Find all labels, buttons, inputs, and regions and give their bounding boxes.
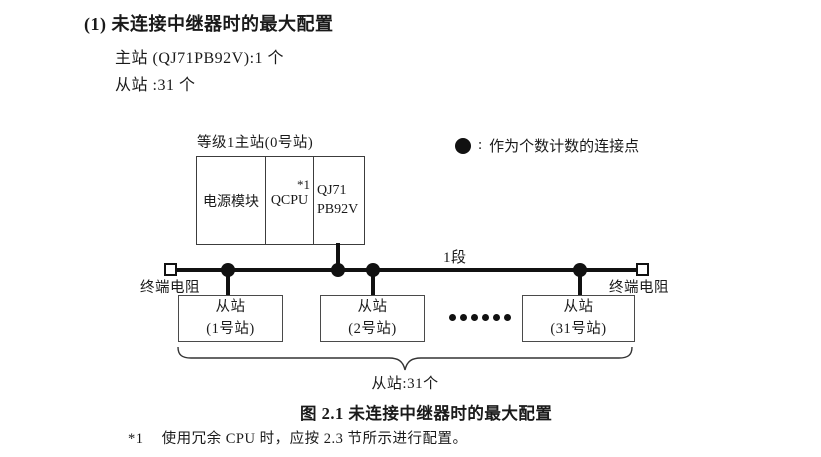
pb92v-line2: PB92V (317, 201, 359, 217)
slave-group-brace (177, 346, 633, 371)
slave-station-box-2: 从站 (2号站) (320, 295, 425, 342)
terminator-square-left-icon (164, 263, 177, 276)
terminator-label-right: 终端电阻 (609, 280, 669, 296)
slave2-number: (2号站) (348, 320, 397, 337)
connection-dot-icon (366, 263, 380, 277)
legend-separator: : (478, 137, 483, 153)
master-drop-line (336, 243, 340, 269)
connection-dot-icon (221, 263, 235, 277)
footnote: *1 使用冗余 CPU 时，应按 2.3 节所示进行配置。 (128, 427, 467, 448)
legend: : 作为个数计数的连接点 (455, 135, 639, 156)
pb92v-cell: QJ71 PB92V (314, 157, 364, 244)
figure-caption: 图 2.1 未连接中继器时的最大配置 (300, 404, 553, 423)
bus-line (175, 268, 637, 272)
terminator-label-left: 终端电阻 (140, 280, 200, 296)
slave2-drop-line (371, 271, 375, 296)
pb92v-line1: QJ71 (317, 182, 347, 198)
footnote-marker: *1 (128, 431, 144, 447)
qcpu-cell: *1 QCPU (266, 157, 314, 244)
brace-label: 从站:31个 (371, 376, 439, 392)
segment-label: 1段 (443, 250, 467, 266)
connection-dot-icon (573, 263, 587, 277)
legend-text: 作为个数计数的连接点 (489, 139, 640, 155)
slave1-drop-line (226, 271, 230, 296)
ellipsis-dots-icon (449, 314, 511, 321)
footnote-text: 使用冗余 CPU 时，应按 2.3 节所示进行配置。 (161, 431, 468, 447)
slave2-title: 从站 (357, 299, 388, 316)
master-station-label: 等级1主站(0号站) (197, 135, 314, 151)
slave-station-box-31: 从站 (31号站) (522, 295, 635, 342)
slave31-number: (31号站) (550, 320, 607, 337)
connection-dot-icon (331, 263, 345, 277)
power-module-cell: 电源模块 (197, 157, 266, 244)
slave-station-box-1: 从站 (1号站) (178, 295, 283, 342)
section-heading: (1) 未连接中继器时的最大配置 (84, 14, 334, 34)
slave31-title: 从站 (563, 299, 594, 316)
slave31-drop-line (578, 271, 582, 296)
connection-dot-icon (455, 137, 471, 154)
master-station-box: 电源模块 *1 QCPU QJ71 PB92V (196, 156, 365, 245)
master-count-line: 主站 (QJ71PB92V):1 个 (115, 50, 285, 67)
slave-count-line: 从站 :31 个 (115, 77, 196, 94)
terminator-square-right-icon (636, 263, 649, 276)
cpu-footnote-marker: *1 (297, 177, 310, 192)
slave1-number: (1号站) (206, 320, 255, 337)
slave1-title: 从站 (215, 299, 246, 316)
qcpu-label: QCPU (270, 192, 309, 208)
